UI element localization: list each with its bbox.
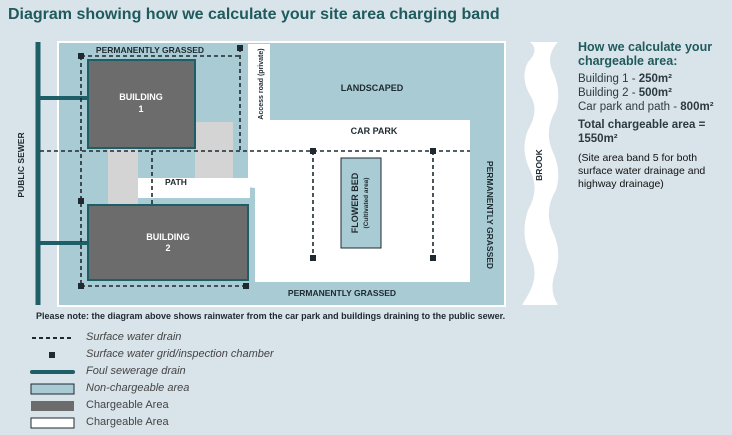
- panel-item-value: 500m²: [638, 87, 672, 99]
- panel-note: (Site area band 5 for both surface water…: [578, 152, 706, 190]
- panel-item-value: 800m²: [680, 101, 714, 113]
- label-brook: BROOK: [534, 148, 544, 181]
- surface-water-drains: [40, 48, 470, 287]
- panel-item-value: 250m²: [638, 73, 672, 85]
- building-1: [87, 59, 196, 149]
- legend-label: Foul sewerage drain: [86, 365, 186, 377]
- label-public-sewer: PUBLIC SEWER: [16, 132, 26, 197]
- flower-bed: [340, 157, 382, 249]
- legend-label: Surface water drain: [86, 331, 182, 343]
- label-building-1-number: 1: [138, 104, 143, 114]
- panel-item-label: Building 2 -: [578, 87, 639, 99]
- brook: [522, 42, 559, 305]
- landscaped-area: [270, 44, 503, 120]
- label-car-park: CAR PARK: [351, 126, 398, 136]
- non-chargeable-swatch-icon: [30, 383, 75, 395]
- panel-item-label: Building 1 -: [578, 73, 639, 85]
- label-permanently-grassed-right: PERMANENTLY GRASSED: [485, 161, 495, 269]
- legend-label: Chargeable Area: [86, 416, 169, 428]
- panel-heading: How we calculate your chargeable area:: [578, 40, 713, 68]
- label-building-2-number: 2: [165, 243, 170, 253]
- paved-area-top: [195, 122, 233, 178]
- path-area: [125, 178, 250, 198]
- legend-label: Non-chargeable area: [86, 382, 190, 394]
- label-building-2: BUILDING: [146, 232, 190, 242]
- panel-total: Total chargeable area = 1550m²: [578, 119, 706, 145]
- label-path: PATH: [165, 177, 187, 187]
- diagram-note: Please note: the diagram above shows rai…: [36, 311, 506, 321]
- label-flower-bed: FLOWER BED: [350, 172, 360, 233]
- panel-item-building-1: Building 1 - 250m²: [578, 72, 728, 86]
- chargeable-dark-swatch-icon: [31, 401, 74, 411]
- label-permanently-grassed-top: PERMANENTLY GRASSED: [96, 45, 204, 55]
- legend-label: Chargeable Area: [86, 399, 169, 411]
- panel-item-building-2: Building 2 - 500m²: [578, 86, 728, 100]
- foul-drain-line-icon: [30, 370, 75, 374]
- chargeable-white-swatch-icon: [30, 417, 75, 429]
- label-flower-bed-sub: (Cultivated area): [363, 178, 370, 229]
- panel-item-label: Car park and path -: [578, 101, 681, 113]
- dashed-line-icon: [32, 337, 73, 339]
- chamber-square-icon: [49, 352, 55, 358]
- panel-item-car-park: Car park and path - 800m²: [578, 100, 728, 114]
- paved-area-left: [108, 148, 138, 205]
- label-access-road: Access road (private): [258, 48, 265, 119]
- legend-label: Surface water grid/inspection chamber: [86, 348, 274, 360]
- diagram-title: Diagram showing how we calculate your si…: [8, 6, 500, 23]
- inspection-chambers: [78, 45, 436, 289]
- label-building-1: BUILDING: [119, 92, 163, 102]
- building-2: [87, 204, 249, 281]
- label-permanently-grassed-bottom: PERMANENTLY GRASSED: [288, 288, 396, 298]
- label-landscaped: LANDSCAPED: [341, 83, 404, 93]
- calculation-panel: How we calculate your chargeable area: B…: [578, 40, 728, 191]
